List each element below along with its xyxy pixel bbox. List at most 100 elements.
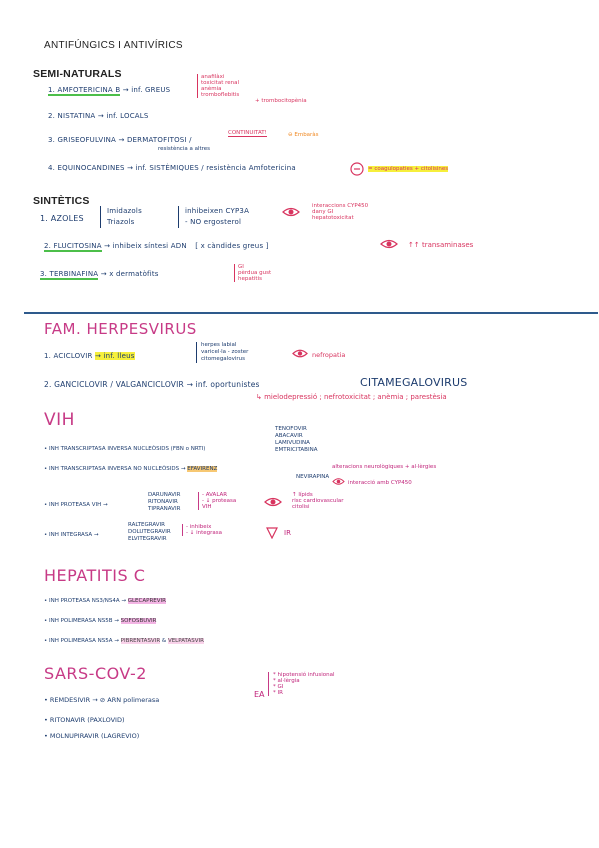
list-item: • INH INTEGRASA → bbox=[44, 532, 99, 538]
effect-text: dany GI bbox=[312, 209, 334, 215]
effect-text: alteracions neurològiques + al·lèrgies bbox=[332, 464, 437, 470]
effect-text: IR bbox=[277, 690, 283, 696]
section-heading-herpesvirus: FAM. HERPESVIRUS bbox=[44, 320, 197, 338]
warning-triangle-icon bbox=[266, 527, 278, 539]
item-description: (PAXLOVID) bbox=[87, 716, 125, 724]
item-description: → DERMATOFITOSI / bbox=[118, 136, 192, 144]
item-number: 2. bbox=[44, 242, 52, 250]
item-name: FLUCITOSINA bbox=[53, 242, 102, 250]
effect-text: ↑↑ transaminases bbox=[408, 241, 474, 249]
effect-text: anèmia bbox=[201, 86, 222, 92]
item-name: INH POLIMERASA NS5A bbox=[49, 638, 113, 644]
list-item: • INH TRANSCRIPTASA INVERSA NO NUCLEÒSID… bbox=[44, 466, 218, 472]
nrti-drugs: TENOFOVIR ABACAVIR LAMIVUDINA EMTRICITAB… bbox=[275, 426, 317, 454]
protease-effects: ↑ lípids risc cardiovascular citolisi bbox=[292, 492, 344, 510]
drug-text: SOFOSBUVIR bbox=[120, 618, 157, 624]
list-item: 2. GANCICLOVIR / VALGANCICLOVIR → inf. o… bbox=[44, 380, 260, 389]
eye-icon bbox=[282, 207, 300, 217]
drug-text: RALTEGRAVIR bbox=[128, 522, 165, 528]
protease-drugs: DARUNAVIR RITONAVIR TIPRANAVIR bbox=[148, 492, 180, 513]
list-item: • INH TRANSCRIPTASA INVERSA NUCLEÒSIDS (… bbox=[44, 446, 206, 452]
effect-text: IR bbox=[284, 529, 291, 537]
item-description: → x dermatòfits bbox=[100, 270, 159, 278]
item-number: 2. bbox=[44, 380, 52, 389]
item-name: GRISEOFULVINA bbox=[57, 136, 117, 144]
effect-text: anafilàxi bbox=[201, 74, 225, 80]
sars-effects: * hipotensió infusional * al·lèrgia * GI… bbox=[268, 672, 334, 696]
effect-text: ↑ lípids bbox=[292, 492, 313, 498]
item-name: REMDESIVIR bbox=[49, 696, 91, 704]
effect-text: GI bbox=[277, 684, 284, 690]
subtype-text: Triazols bbox=[107, 218, 135, 226]
item-number: 4. bbox=[48, 164, 56, 172]
drug-text: EFAVIRENZ bbox=[187, 466, 218, 472]
item-description: → inf. SISTÈMIQUES / resistència Amfoter… bbox=[127, 164, 296, 172]
item-name: RITONAVIR bbox=[49, 716, 86, 724]
list-item: 4. EQUINOCANDINES → inf. SISTÈMIQUES / r… bbox=[48, 164, 296, 172]
list-item: • MOLNUPIRAVIR (LAGREVIO) bbox=[44, 732, 140, 740]
drug-text: LAMIVUDINA bbox=[275, 440, 310, 446]
list-item: • INH PROTEASA NS3/NS4A → GLECAPREVIR bbox=[44, 598, 166, 604]
drug-text: TENOFOVIR bbox=[275, 426, 307, 432]
note-text: - ↓ proteasa bbox=[202, 498, 237, 504]
item-name: INH TRANSCRIPTASA INVERSA NO NUCLEÒSIDS bbox=[49, 466, 180, 472]
drug-name: 2. FLUCITOSINA bbox=[44, 242, 102, 252]
pregnancy-note: ⊖ Embaràs bbox=[288, 132, 319, 138]
effect-text: toxicitat renal bbox=[201, 80, 240, 86]
drug-text: TIPRANAVIR bbox=[148, 506, 181, 512]
item-number: 1. bbox=[40, 214, 49, 223]
drug-text: EMTRICITABINA bbox=[275, 447, 318, 453]
list-item: 2. FLUCITOSINA → inhibeix síntesi ADN [ … bbox=[44, 242, 269, 252]
integrase-drugs: RALTEGRAVIR DOLUTEGRAVIR ELVITEGRAVIR bbox=[128, 522, 171, 543]
list-item: • INH POLIMERASA NS5A → PIBRENTASVIR & V… bbox=[44, 638, 204, 644]
continuity-note: CONTINUITAT! bbox=[228, 130, 267, 137]
effect-text: + trombocitopènia bbox=[255, 98, 307, 104]
effect-text: hepatotoxicitat bbox=[312, 215, 354, 221]
note-text: - inhibeix bbox=[186, 524, 212, 530]
effect-text: nefropatia bbox=[312, 351, 346, 359]
effect-text: interacció amb CYP450 bbox=[348, 480, 412, 486]
item-name: AZOLES bbox=[50, 214, 84, 223]
drug-text: VELPATASVIR bbox=[167, 638, 204, 644]
item-description: → ⊘ ARN polimerasa bbox=[92, 696, 160, 704]
drug-text: RITONAVIR bbox=[148, 499, 178, 505]
eye-icon bbox=[264, 497, 282, 507]
mechanism-text: inhibeixen CYP3A bbox=[185, 207, 250, 215]
item-description: → inhibeix síntesi ADN bbox=[104, 242, 187, 250]
drug-name: 1. AMFOTERICINA B bbox=[48, 86, 121, 96]
item-name: EQUINOCANDINES bbox=[57, 164, 125, 172]
effect-text: pèrdua gust bbox=[238, 270, 272, 276]
item-note: [ x càndides greus ] bbox=[195, 242, 269, 250]
target-text: varicel·la - zoster bbox=[201, 349, 249, 355]
effect-text: interaccions CYP450 bbox=[312, 203, 369, 209]
item-name: INH PROTEASA VIH bbox=[49, 502, 102, 508]
list-item: • INH PROTEASA VIH → bbox=[44, 502, 108, 508]
list-item: 2. NISTATINA → inf. LOCALS bbox=[48, 112, 149, 120]
eye-icon bbox=[332, 478, 345, 485]
azoles-effects: interaccions CYP450 dany GI hepatotoxici… bbox=[312, 203, 368, 221]
effect-text: al·lèrgia bbox=[277, 678, 300, 684]
item-name: INH INTEGRASA bbox=[49, 532, 93, 538]
item-note: resistència a altres bbox=[158, 146, 211, 152]
item-number: 1. bbox=[44, 352, 52, 360]
item-name: AMFOTERICINA B bbox=[57, 86, 121, 94]
item-name: NISTATINA bbox=[57, 112, 96, 120]
list-item: • RITONAVIR (PAXLOVID) bbox=[44, 716, 125, 724]
list-item: 3. GRISEOFULVINA → DERMATOFITOSI / bbox=[48, 136, 192, 144]
note-text: - AVALAR bbox=[202, 492, 228, 498]
drug-name: 3. TERBINAFINA bbox=[40, 270, 99, 280]
aciclovir-targets: herpes labial varicel·la - zoster citome… bbox=[196, 342, 248, 363]
drug-text: DOLUTEGRAVIR bbox=[128, 529, 171, 535]
item-description: → inf. lleus bbox=[95, 352, 135, 360]
target-text: citomegalovirus bbox=[201, 356, 245, 362]
effect-text: hepatitis bbox=[238, 276, 262, 282]
target-text: CITAMEGALOVIRUS bbox=[360, 376, 468, 389]
ea-label: EA bbox=[254, 690, 265, 699]
drug-text: DARUNAVIR bbox=[148, 492, 181, 498]
list-item: 1. AZOLES bbox=[40, 214, 84, 223]
page-title: ANTIFÚNGICS I ANTIVÍRICS bbox=[44, 40, 183, 51]
azoles-subtypes: Imidazols Triazols bbox=[100, 206, 142, 228]
section-heading-hepatitis-c: HEPATITIS C bbox=[44, 566, 146, 585]
section-heading-vih: VIH bbox=[44, 410, 75, 430]
subtype-text: Imidazols bbox=[107, 207, 142, 215]
